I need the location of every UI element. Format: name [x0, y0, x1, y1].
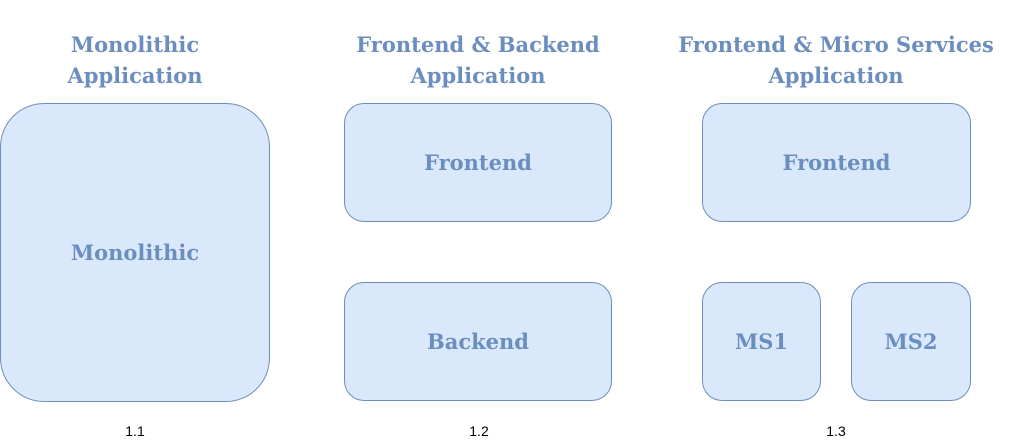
title-line: Application	[67, 63, 203, 88]
title-line: Application	[768, 63, 904, 88]
caption-1-3: 1.3	[826, 423, 846, 439]
frontend-label: Frontend	[424, 150, 532, 175]
ms-frontend-box: Frontend	[702, 103, 971, 222]
monolithic-title: Monolithic Application	[35, 29, 235, 91]
ms2-box: MS2	[851, 282, 971, 401]
frontend-microservices-title: Frontend & Micro Services Application	[666, 29, 1006, 91]
backend-label: Backend	[426, 329, 529, 354]
backend-box: Backend	[344, 282, 612, 401]
caption-1-2: 1.2	[469, 423, 489, 439]
frontend-box: Frontend	[344, 103, 612, 222]
ms1-label: MS1	[734, 329, 789, 354]
title-line: Frontend & Backend	[356, 32, 600, 57]
title-line: Frontend & Micro Services	[678, 32, 994, 57]
caption-1-1: 1.1	[125, 423, 145, 439]
title-line: Monolithic	[70, 32, 200, 57]
frontend-backend-title: Frontend & Backend Application	[328, 29, 628, 91]
monolithic-label: Monolithic	[70, 240, 200, 265]
ms1-box: MS1	[702, 282, 821, 401]
title-line: Application	[410, 63, 546, 88]
ms-frontend-label: Frontend	[782, 150, 891, 175]
monolithic-box: Monolithic	[0, 103, 270, 402]
ms2-label: MS2	[884, 329, 938, 354]
